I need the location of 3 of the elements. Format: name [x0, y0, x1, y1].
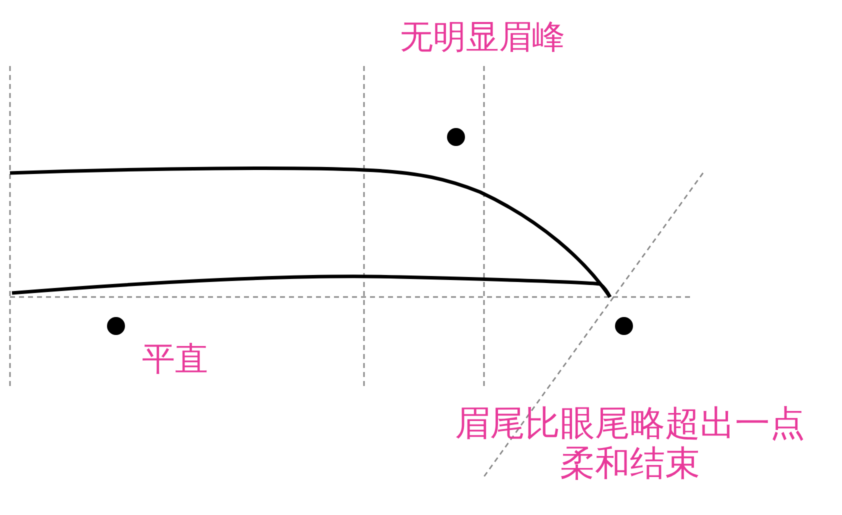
annotation-text: 平直 [141, 340, 209, 378]
annotation-text: 无明显眉峰 [399, 18, 566, 56]
annotation-text: 眉尾比眼尾略超出一点柔和结束 [454, 404, 806, 484]
